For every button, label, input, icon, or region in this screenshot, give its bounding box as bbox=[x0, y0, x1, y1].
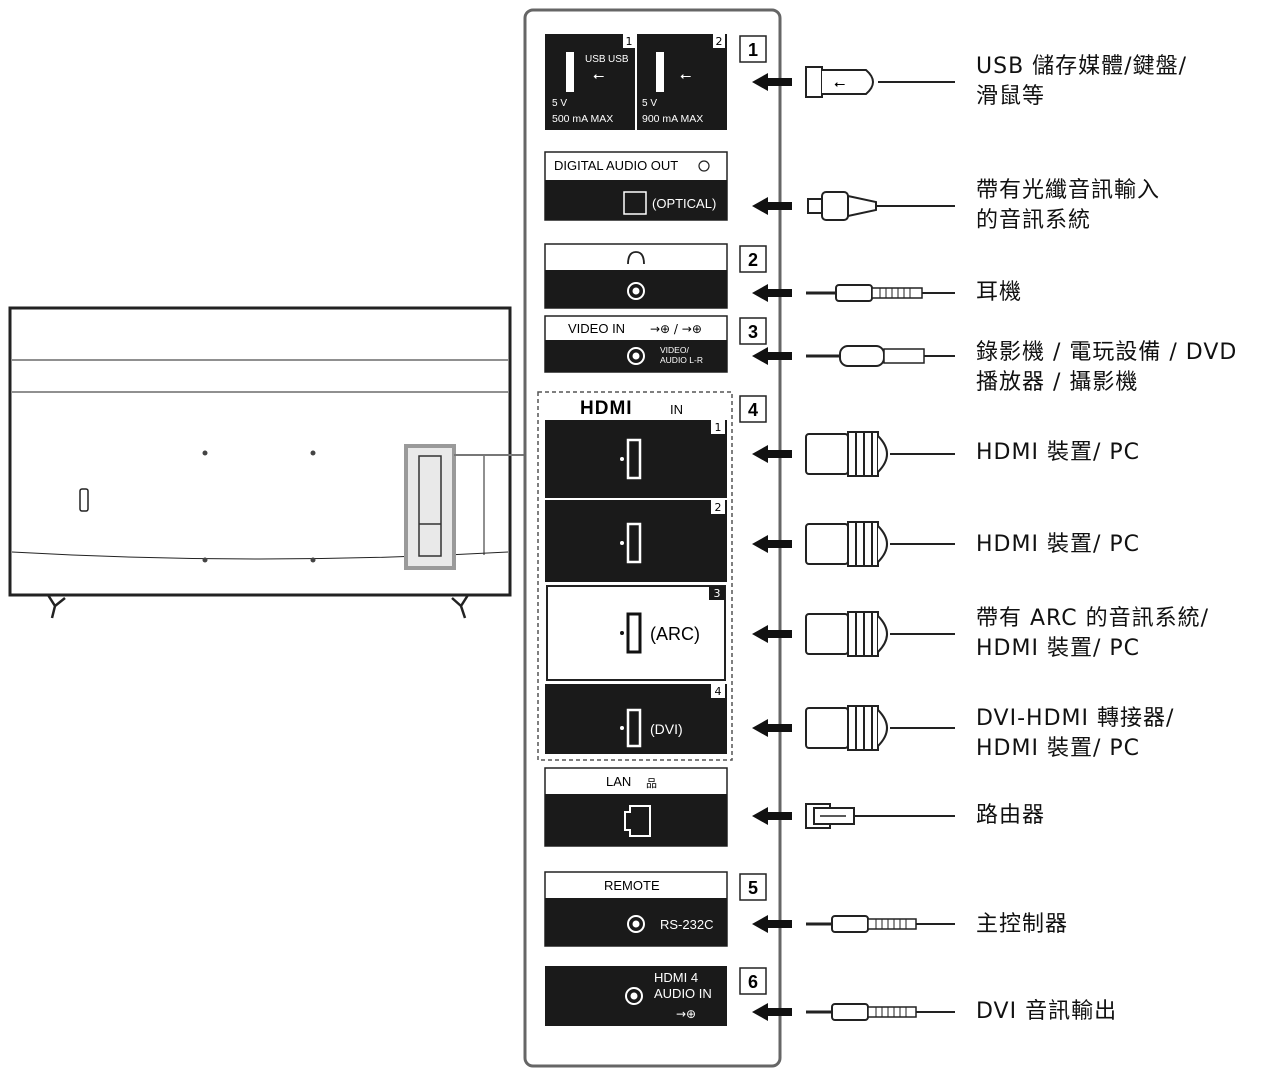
hdmi-port-4-dvi: 4 (DVI) bbox=[545, 684, 727, 754]
usb1-power: 5 V bbox=[552, 98, 567, 109]
hdmi4-audio-in-port: HDMI 4 AUDIO IN →⊕ bbox=[545, 966, 727, 1026]
desc-hdmi4-line2: HDMI 裝置/ PC bbox=[976, 736, 1140, 761]
hdmi-port-3-arc: 3 (ARC) bbox=[546, 585, 726, 681]
arc-label: (ARC) bbox=[650, 624, 700, 644]
desc-usb: USB 儲存媒體/鍵盤/ 滑鼠等 bbox=[976, 52, 1187, 112]
desc-hdmi2-line1: HDMI 裝置/ PC bbox=[976, 532, 1140, 557]
hdmi-port-4-number: 4 bbox=[715, 685, 722, 698]
desc-video-line2: 播放器 / 攝影機 bbox=[976, 370, 1139, 395]
desc-optical-line2: 的音訊系統 bbox=[976, 208, 1092, 233]
hdmi-logo: HDMI bbox=[580, 398, 633, 419]
desc-hdmi1: HDMI 裝置/ PC bbox=[976, 438, 1140, 468]
hdmi-ports: HDMI IN 1 2 3 (ARC) bbox=[537, 391, 733, 761]
hdmi-in-label: IN bbox=[670, 402, 683, 417]
usb1-label: USB bbox=[585, 54, 606, 65]
video-in-port: VIDEO IN →⊕ / →⊕ VIDEO/ AUDIO L-R bbox=[544, 315, 728, 373]
section-number-3: 3 bbox=[748, 322, 758, 342]
hdmi-port-2: 2 bbox=[545, 500, 727, 582]
desc-hdmi4-line1: DVI-HDMI 轉接器/ bbox=[976, 706, 1175, 731]
desc-dvi-audio-line1: DVI 音訊輸出 bbox=[976, 999, 1118, 1024]
desc-dvi-audio: DVI 音訊輸出 bbox=[976, 997, 1117, 1027]
audio-in-label: AUDIO IN bbox=[654, 986, 712, 1001]
desc-video-line1: 錄影機 / 電玩設備 / DVD bbox=[976, 340, 1238, 365]
remote-label: REMOTE bbox=[604, 878, 660, 893]
desc-remote-line1: 主控制器 bbox=[976, 912, 1069, 937]
desc-video: 錄影機 / 電玩設備 / DVD 播放器 / 攝影機 bbox=[976, 338, 1237, 398]
section-number-4: 4 bbox=[748, 400, 758, 420]
desc-hdmi4: DVI-HDMI 轉接器/ HDMI 裝置/ PC bbox=[976, 704, 1174, 764]
usb2-number: 2 bbox=[716, 35, 723, 48]
lan-port: LAN 品 bbox=[544, 767, 728, 847]
cable-arrows: ⭠ bbox=[752, 66, 955, 1021]
hdmi4-label: HDMI 4 bbox=[654, 970, 698, 985]
desc-lan-line1: 路由器 bbox=[976, 803, 1046, 828]
headphone-icon bbox=[627, 251, 645, 265]
desc-usb-line2: 滑鼠等 bbox=[976, 84, 1046, 109]
usb2-power: 5 V bbox=[642, 98, 657, 109]
terminal-highlight bbox=[404, 444, 456, 570]
hdmi-port-3-number: 3 bbox=[714, 587, 721, 600]
usb-plug-icon: ⭠ bbox=[834, 76, 845, 92]
section-number-5: 5 bbox=[748, 878, 758, 898]
hdmi-plug-1 bbox=[752, 431, 955, 477]
optical-out-icon bbox=[698, 160, 710, 172]
desc-headphone: 耳機 bbox=[976, 278, 1022, 308]
usb1-number: 1 bbox=[626, 35, 633, 48]
usb2-max: 900 mA MAX bbox=[642, 113, 703, 125]
digital-audio-out-port: DIGITAL AUDIO OUT (OPTICAL) bbox=[544, 151, 728, 221]
optical-label: (OPTICAL) bbox=[652, 196, 716, 211]
network-icon: 品 bbox=[646, 777, 657, 790]
section-number-6: 6 bbox=[748, 972, 758, 992]
section-numbers: 1 2 3 4 5 6 bbox=[739, 35, 767, 995]
audio-input-icon: →⊕ bbox=[676, 1007, 696, 1021]
desc-optical: 帶有光纖音訊輸入 的音訊系統 bbox=[976, 176, 1160, 236]
hdmi-port-1-number: 1 bbox=[715, 421, 722, 434]
desc-hdmi1-line1: HDMI 裝置/ PC bbox=[976, 440, 1140, 465]
desc-hdmi2: HDMI 裝置/ PC bbox=[976, 530, 1140, 560]
audio-lr-label: AUDIO L-R bbox=[660, 355, 703, 365]
hdmi-plug-2 bbox=[752, 521, 955, 567]
lan-label: LAN bbox=[606, 774, 631, 789]
usb2-symbol-icon: ⭠ bbox=[680, 68, 691, 84]
usb2-label: USB bbox=[608, 54, 629, 65]
video-audio-label: VIDEO/ bbox=[660, 345, 689, 355]
hdmi-plug-3 bbox=[752, 611, 955, 657]
hdmi-port-2-number: 2 bbox=[715, 501, 722, 514]
usb-ports: 1 2 USB USB ⭠ ⭠ 5 V 5 V 500 mA MAX 900 m… bbox=[545, 34, 727, 130]
hdmi-plug-4 bbox=[752, 705, 955, 751]
tv-back-view bbox=[8, 306, 525, 619]
remote-port: REMOTE RS-232C bbox=[544, 871, 728, 947]
desc-lan: 路由器 bbox=[976, 801, 1045, 831]
desc-remote: 主控制器 bbox=[976, 910, 1068, 940]
dvi-label: (DVI) bbox=[650, 721, 683, 737]
digital-audio-label: DIGITAL AUDIO OUT bbox=[554, 158, 678, 173]
usb1-symbol-icon: ⭠ bbox=[593, 68, 604, 84]
rs232c-label: RS-232C bbox=[660, 917, 713, 932]
desc-hdmi3: 帶有 ARC 的音訊系統/ HDMI 裝置/ PC bbox=[976, 604, 1209, 664]
desc-optical-line1: 帶有光纖音訊輸入 bbox=[976, 178, 1161, 203]
desc-hdmi3-line1: 帶有 ARC 的音訊系統/ bbox=[976, 606, 1210, 631]
headphone-port bbox=[544, 243, 728, 309]
section-number-1: 1 bbox=[748, 40, 758, 60]
video-input-icon: →⊕ / →⊕ bbox=[650, 322, 702, 336]
video-in-label: VIDEO IN bbox=[568, 321, 625, 336]
desc-headphone-line1: 耳機 bbox=[976, 280, 1023, 305]
desc-hdmi3-line2: HDMI 裝置/ PC bbox=[976, 636, 1140, 661]
desc-usb-line1: USB 儲存媒體/鍵盤/ bbox=[976, 54, 1187, 79]
usb1-max: 500 mA MAX bbox=[552, 113, 613, 125]
hdmi-port-1: 1 bbox=[545, 420, 727, 498]
section-number-2: 2 bbox=[748, 250, 758, 270]
